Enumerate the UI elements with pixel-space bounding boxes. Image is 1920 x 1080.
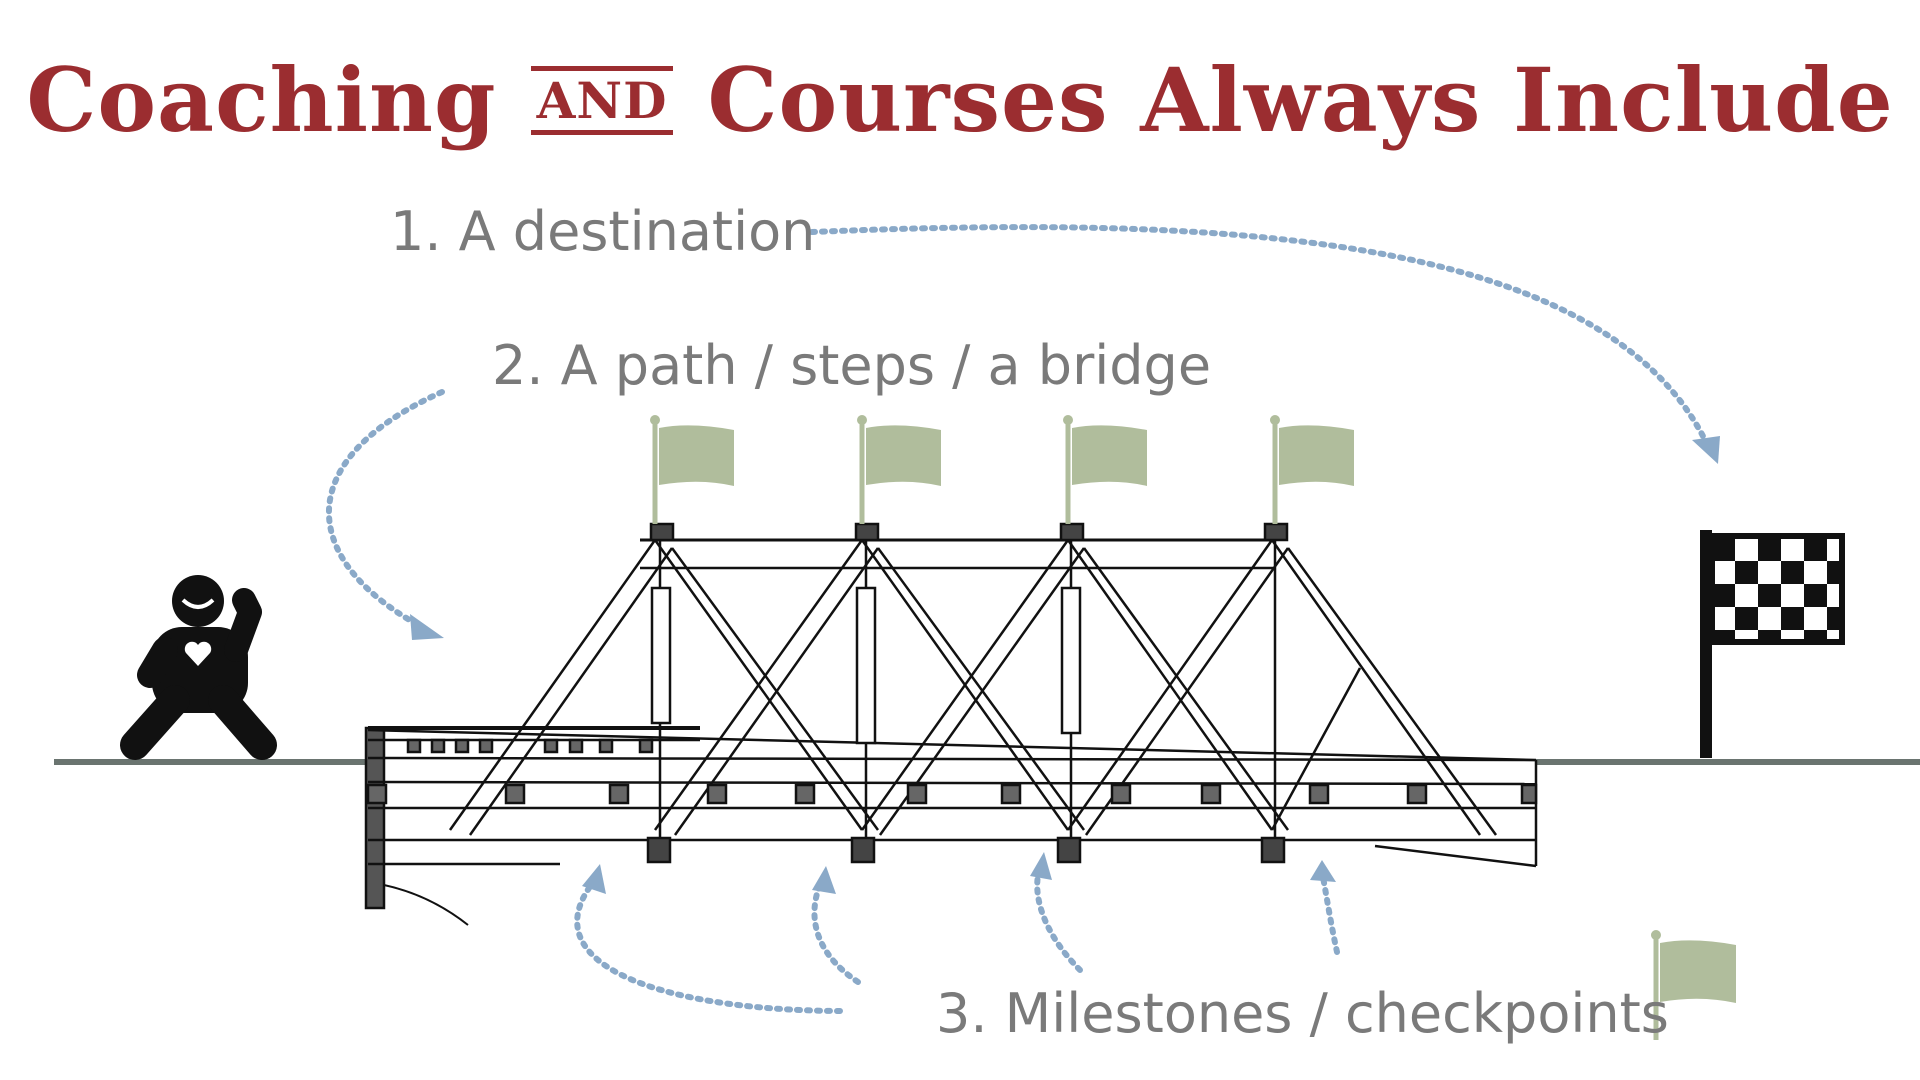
arrow-milestone-1: [574, 877, 843, 1014]
arrow-milestone-4: [1319, 869, 1340, 955]
label-destination: 1. A destination: [390, 200, 816, 263]
label-path: 2. A path / steps / a bridge: [492, 334, 1212, 397]
checkered-flag-icon: [1700, 530, 1845, 758]
dotted-arrows: [326, 224, 1709, 1014]
milestone-flag-icon: [1270, 415, 1354, 524]
arrow-milestone-3: [1034, 865, 1083, 973]
milestone-flag-icon: [1063, 415, 1147, 524]
arrowhead-milestone-2: [812, 866, 836, 894]
slide-title: Coaching AND Courses Always Include: [0, 40, 1920, 152]
arrowhead-milestone-4: [1310, 860, 1336, 882]
happy-person-heart-icon: [120, 575, 277, 760]
milestone-flag-icon: [650, 415, 734, 524]
truss-bridge-drawing: [364, 522, 1538, 926]
arrow-milestone-2: [811, 877, 861, 985]
arrowhead-milestone-1: [582, 864, 606, 894]
arrow-destination: [809, 224, 1709, 445]
arrowhead-milestone-3: [1030, 852, 1052, 880]
milestone-flag-icon: [1651, 930, 1736, 1040]
arrowhead-destination: [1692, 436, 1720, 464]
label-milestones: 3. Milestones / checkpoints: [936, 982, 1669, 1045]
arrowhead-path: [410, 614, 444, 640]
arrowheads: [410, 436, 1720, 894]
title-coaching: Coaching: [26, 48, 497, 152]
title-and: AND: [530, 65, 674, 135]
arrow-path: [326, 389, 445, 629]
title-courses-always-include: Courses Always Include: [707, 48, 1894, 152]
milestone-flag-icon: [857, 415, 941, 524]
